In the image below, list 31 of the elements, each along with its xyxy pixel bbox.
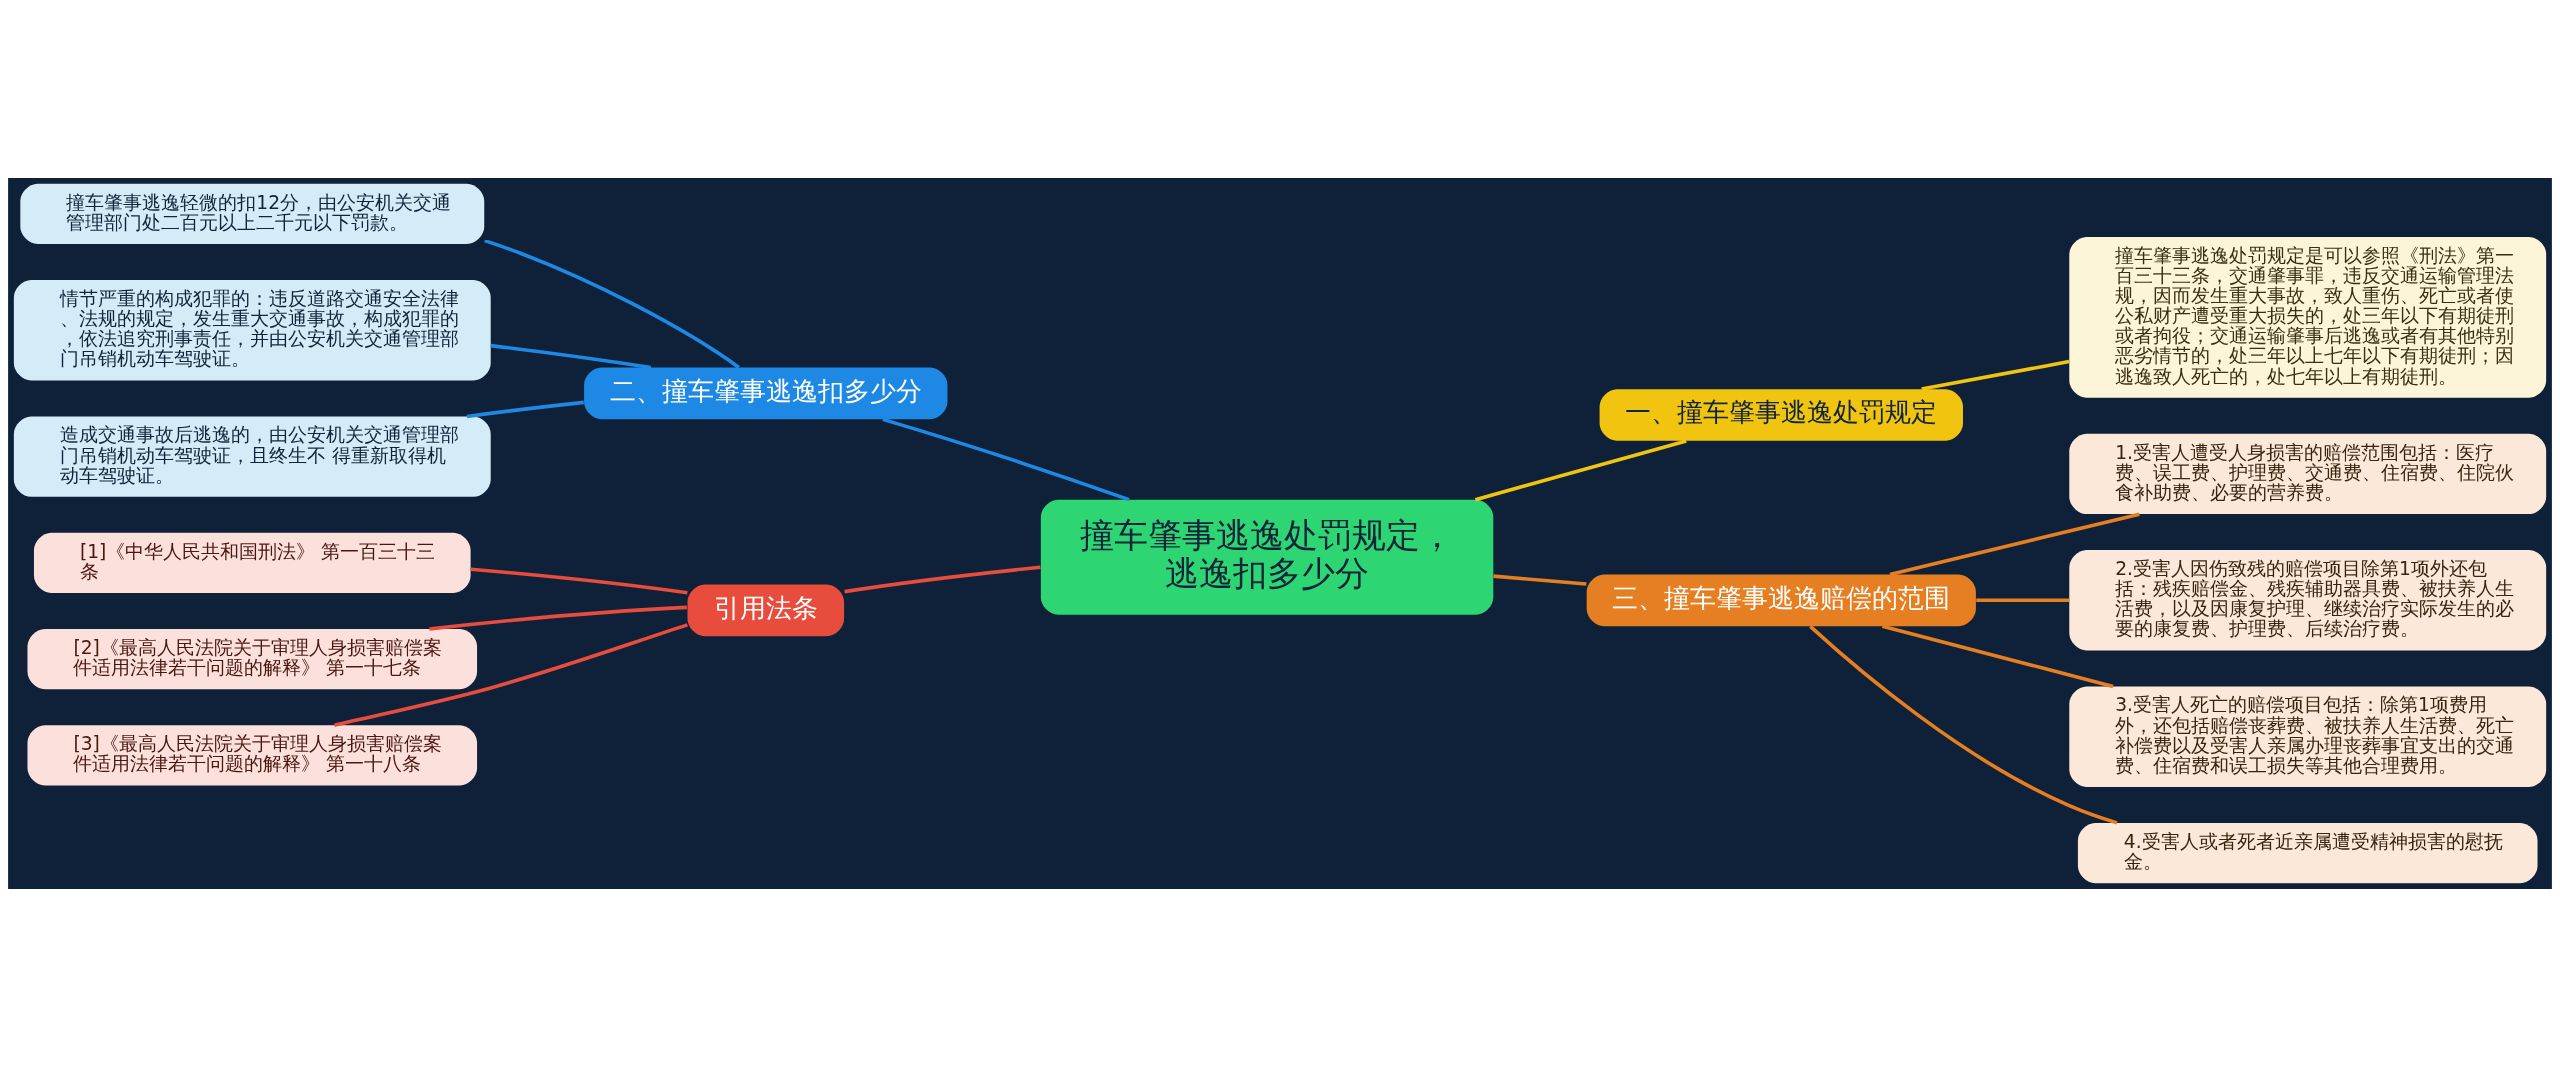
node-box: 撞车肇事逃逸轻微的扣12分，由公安机关交通管理部门处二百元以上二千元以下罚款。 xyxy=(20,183,485,244)
connector xyxy=(470,566,688,595)
connector xyxy=(490,343,652,369)
connector xyxy=(466,400,584,418)
node-box: [1]《中华人民共和国刑法》 第一百三十三条 xyxy=(33,532,471,593)
node-box: [3]《最高人民法院关于审理人身损害赔偿案件适用法律若干问题的解释》 第一十八条 xyxy=(27,724,478,786)
connector xyxy=(334,622,688,727)
connector xyxy=(882,417,1130,501)
connector xyxy=(844,565,1041,593)
node-box: 造成交通事故后逃逸的，由公安机关交通管理部门吊销机动车驾驶证，且终生不 得重新取得机动车驾驶证。 xyxy=(13,415,491,497)
node-box: 情节严重的构成犯罪的：违反道路交通安全法律、法规的规定，发生重大交通事故，构成犯罪的，依法追究刑事责任，并由公安机关交通管理部门吊销机动车驾驶证。 xyxy=(13,279,491,381)
connector xyxy=(484,238,740,369)
connector xyxy=(1882,624,2114,688)
connector xyxy=(1493,573,1587,586)
node-box: 三、撞车肇事逃逸赔偿的范围 xyxy=(1586,573,1976,626)
node-box: 引用法条 xyxy=(687,584,845,636)
node-box: 2.受害人因伤致残的赔偿项目除第1项外还包括：残疾赔偿金、残疾辅助器具费、被扶养人生活费，以及因康复护理、继续治疗实际发生的必要的康复费、护理费、后续治疗费。 xyxy=(2069,549,2547,651)
connector xyxy=(429,605,687,631)
connector xyxy=(1921,359,2070,391)
node-box: [2]《最高人民法院关于审理人身损害赔偿案件适用法律若干问题的解释》 第一十七条 xyxy=(27,628,478,689)
node-box: 一、撞车肇事逃逸处罚规定 xyxy=(1599,388,1963,441)
connector xyxy=(1976,598,2070,602)
connector xyxy=(1809,624,2118,825)
node-box: 撞车肇事逃逸处罚规定，逃逸扣多少分 xyxy=(1040,499,1494,615)
node-box: 4.受害人或者死者近亲属遭受精神损害的慰抚金。 xyxy=(2077,822,2538,883)
connector xyxy=(1474,438,1687,501)
node-box: 1.受害人遭受人身损害的赔偿范围包括：医疗费、误工费、护理费、交通费、住宿费、住院伙食补助费、必要的营养费。 xyxy=(2069,433,2547,514)
connector xyxy=(1889,511,2140,576)
node-box: 二、撞车肇事逃逸扣多少分 xyxy=(584,367,948,419)
node-box: 撞车肇事逃逸处罚规定是可以参照《刑法》第一百三十三条，交通肇事罪，违反交通运输管理法规，因而发生重大事故，致人重伤、死亡或者使公私财产遭受重大损失的，处三年以下有期徒刑或者拘役；交通运输肇事后逃逸或者有其他特别恶劣情节的，处三年以上七年以下有期徒刑；因逃逸致人死亡的，处七年以上有期徒刑。 xyxy=(2069,236,2547,398)
node-box: 3.受害人死亡的赔偿项目包括：除第1项费用外，还包括赔偿丧葬费、被扶养人生活费、死亡补偿费以及受害人亲属办理丧葬事宜支出的交通费、住宿费和误工损失等其他合理费用。 xyxy=(2069,685,2547,787)
